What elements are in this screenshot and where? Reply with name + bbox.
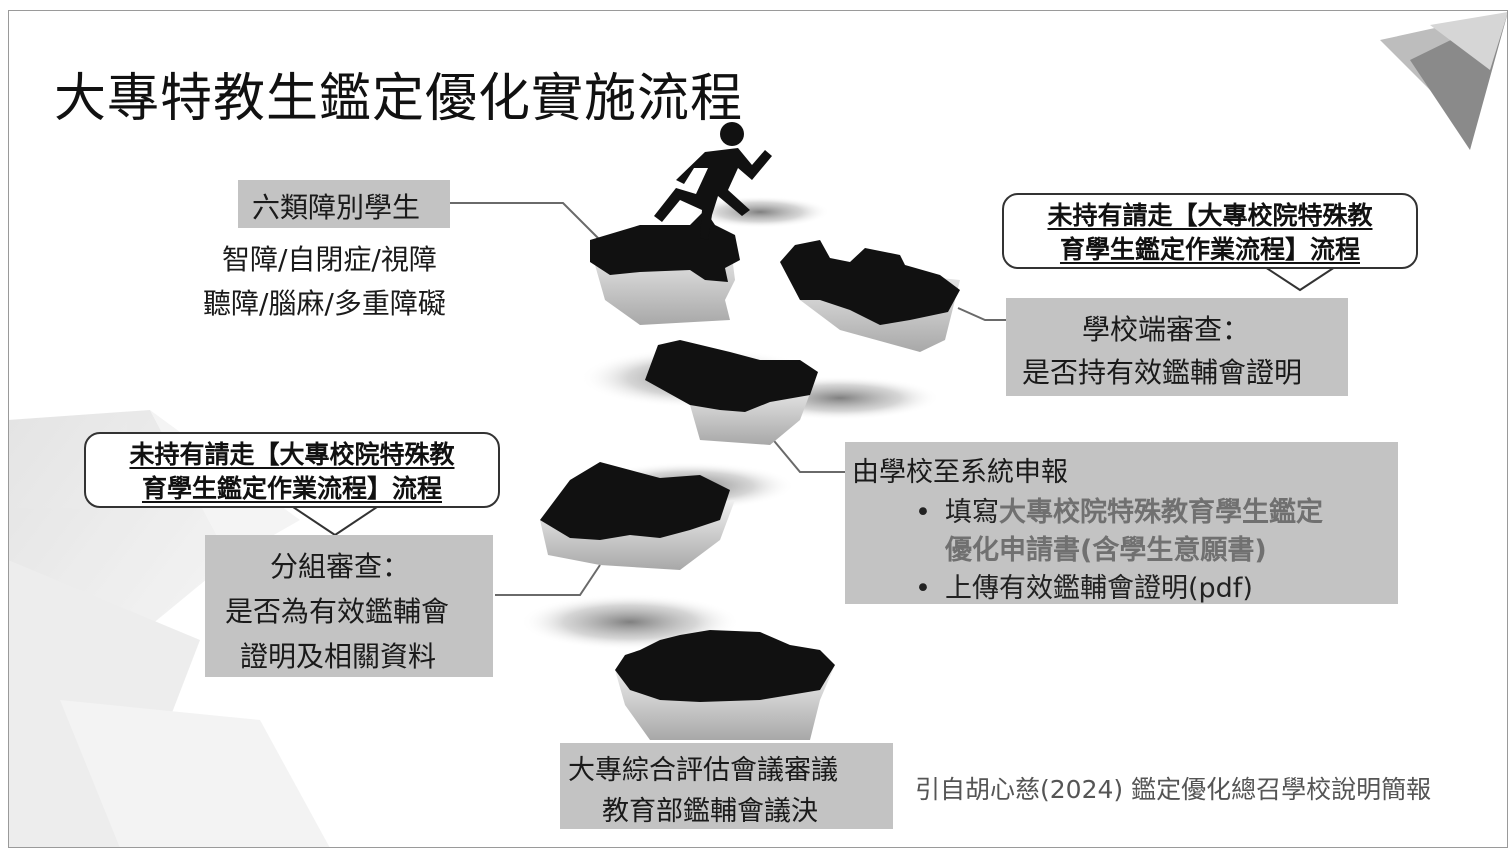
source-citation: 引自胡心慈(2024) 鑑定優化總召學校說明簡報 [915,775,1432,804]
callout-bottom: 未持有請走【大專校院特殊教 育學生鑑定作業流程】流程 [84,432,500,508]
school-review-line2: 是否持有效鑑輔會證明 [1022,356,1303,389]
runner-icon [654,122,772,240]
group-review-line2: 是否為有效鑑輔會 [225,595,450,628]
group-review-line1: 分組審查： [270,550,411,583]
submission-bullet-1: • 填寫大專校院特殊教育學生鑑定 [915,490,1323,529]
group-review-line3: 證明及相關資料 [240,640,437,673]
page-title: 大專特教生鑑定優化實施流程 [54,69,744,129]
puzzle-piece-4 [540,462,735,570]
puzzle-piece-2 [780,240,960,352]
puzzle-piece-3 [645,340,818,445]
connector-lines [289,202,1336,596]
final-line2: 教育部鑑輔會議決 [602,796,818,827]
school-review-box [1006,298,1348,396]
bullet-icon: • [915,573,931,604]
shadow [690,196,830,228]
slide-frame [8,10,1508,848]
callout-bottom-line2: 育學生鑑定作業流程】流程 [141,474,442,503]
bullet-icon: • [915,497,931,528]
submission-heading: 由學校至系統申報 [852,457,1068,488]
puzzle-piece-5 [615,630,835,740]
final-line1: 大專綜合評估會議審議 [568,755,838,786]
callout-top-line1: 未持有請走【大專校院特殊教 [1047,201,1373,230]
corner-ornament-icon [1380,12,1508,150]
students-heading: 六類障別學生 [252,191,421,224]
students-heading-box [238,180,450,228]
bullet1-prefix: 填寫 [945,497,999,528]
submission-box [845,442,1398,604]
final-decision-box [560,743,893,829]
students-types-line2: 聽障/腦麻/多重障礙 [203,287,446,320]
submission-bullet-2: • 上傳有效鑑輔會證明(pdf) [915,566,1253,605]
callout-top: 未持有請走【大專校院特殊教 育學生鑑定作業流程】流程 [1002,193,1418,269]
bullet2-text: 上傳有效鑑輔會證明(pdf) [945,573,1253,604]
school-review-line1: 學校端審查： [1082,313,1251,346]
bullet1-continuation: 優化申請書(含學生意願書) [945,535,1267,566]
students-types-line1: 智障/自閉症/視障 [222,243,437,276]
callout-bottom-line1: 未持有請走【大專校院特殊教 [129,440,455,469]
group-review-box [205,535,493,677]
bullet1-highlight: 大專校院特殊教育學生鑑定 [999,497,1323,528]
callout-top-line2: 育學生鑑定作業流程】流程 [1059,235,1360,264]
